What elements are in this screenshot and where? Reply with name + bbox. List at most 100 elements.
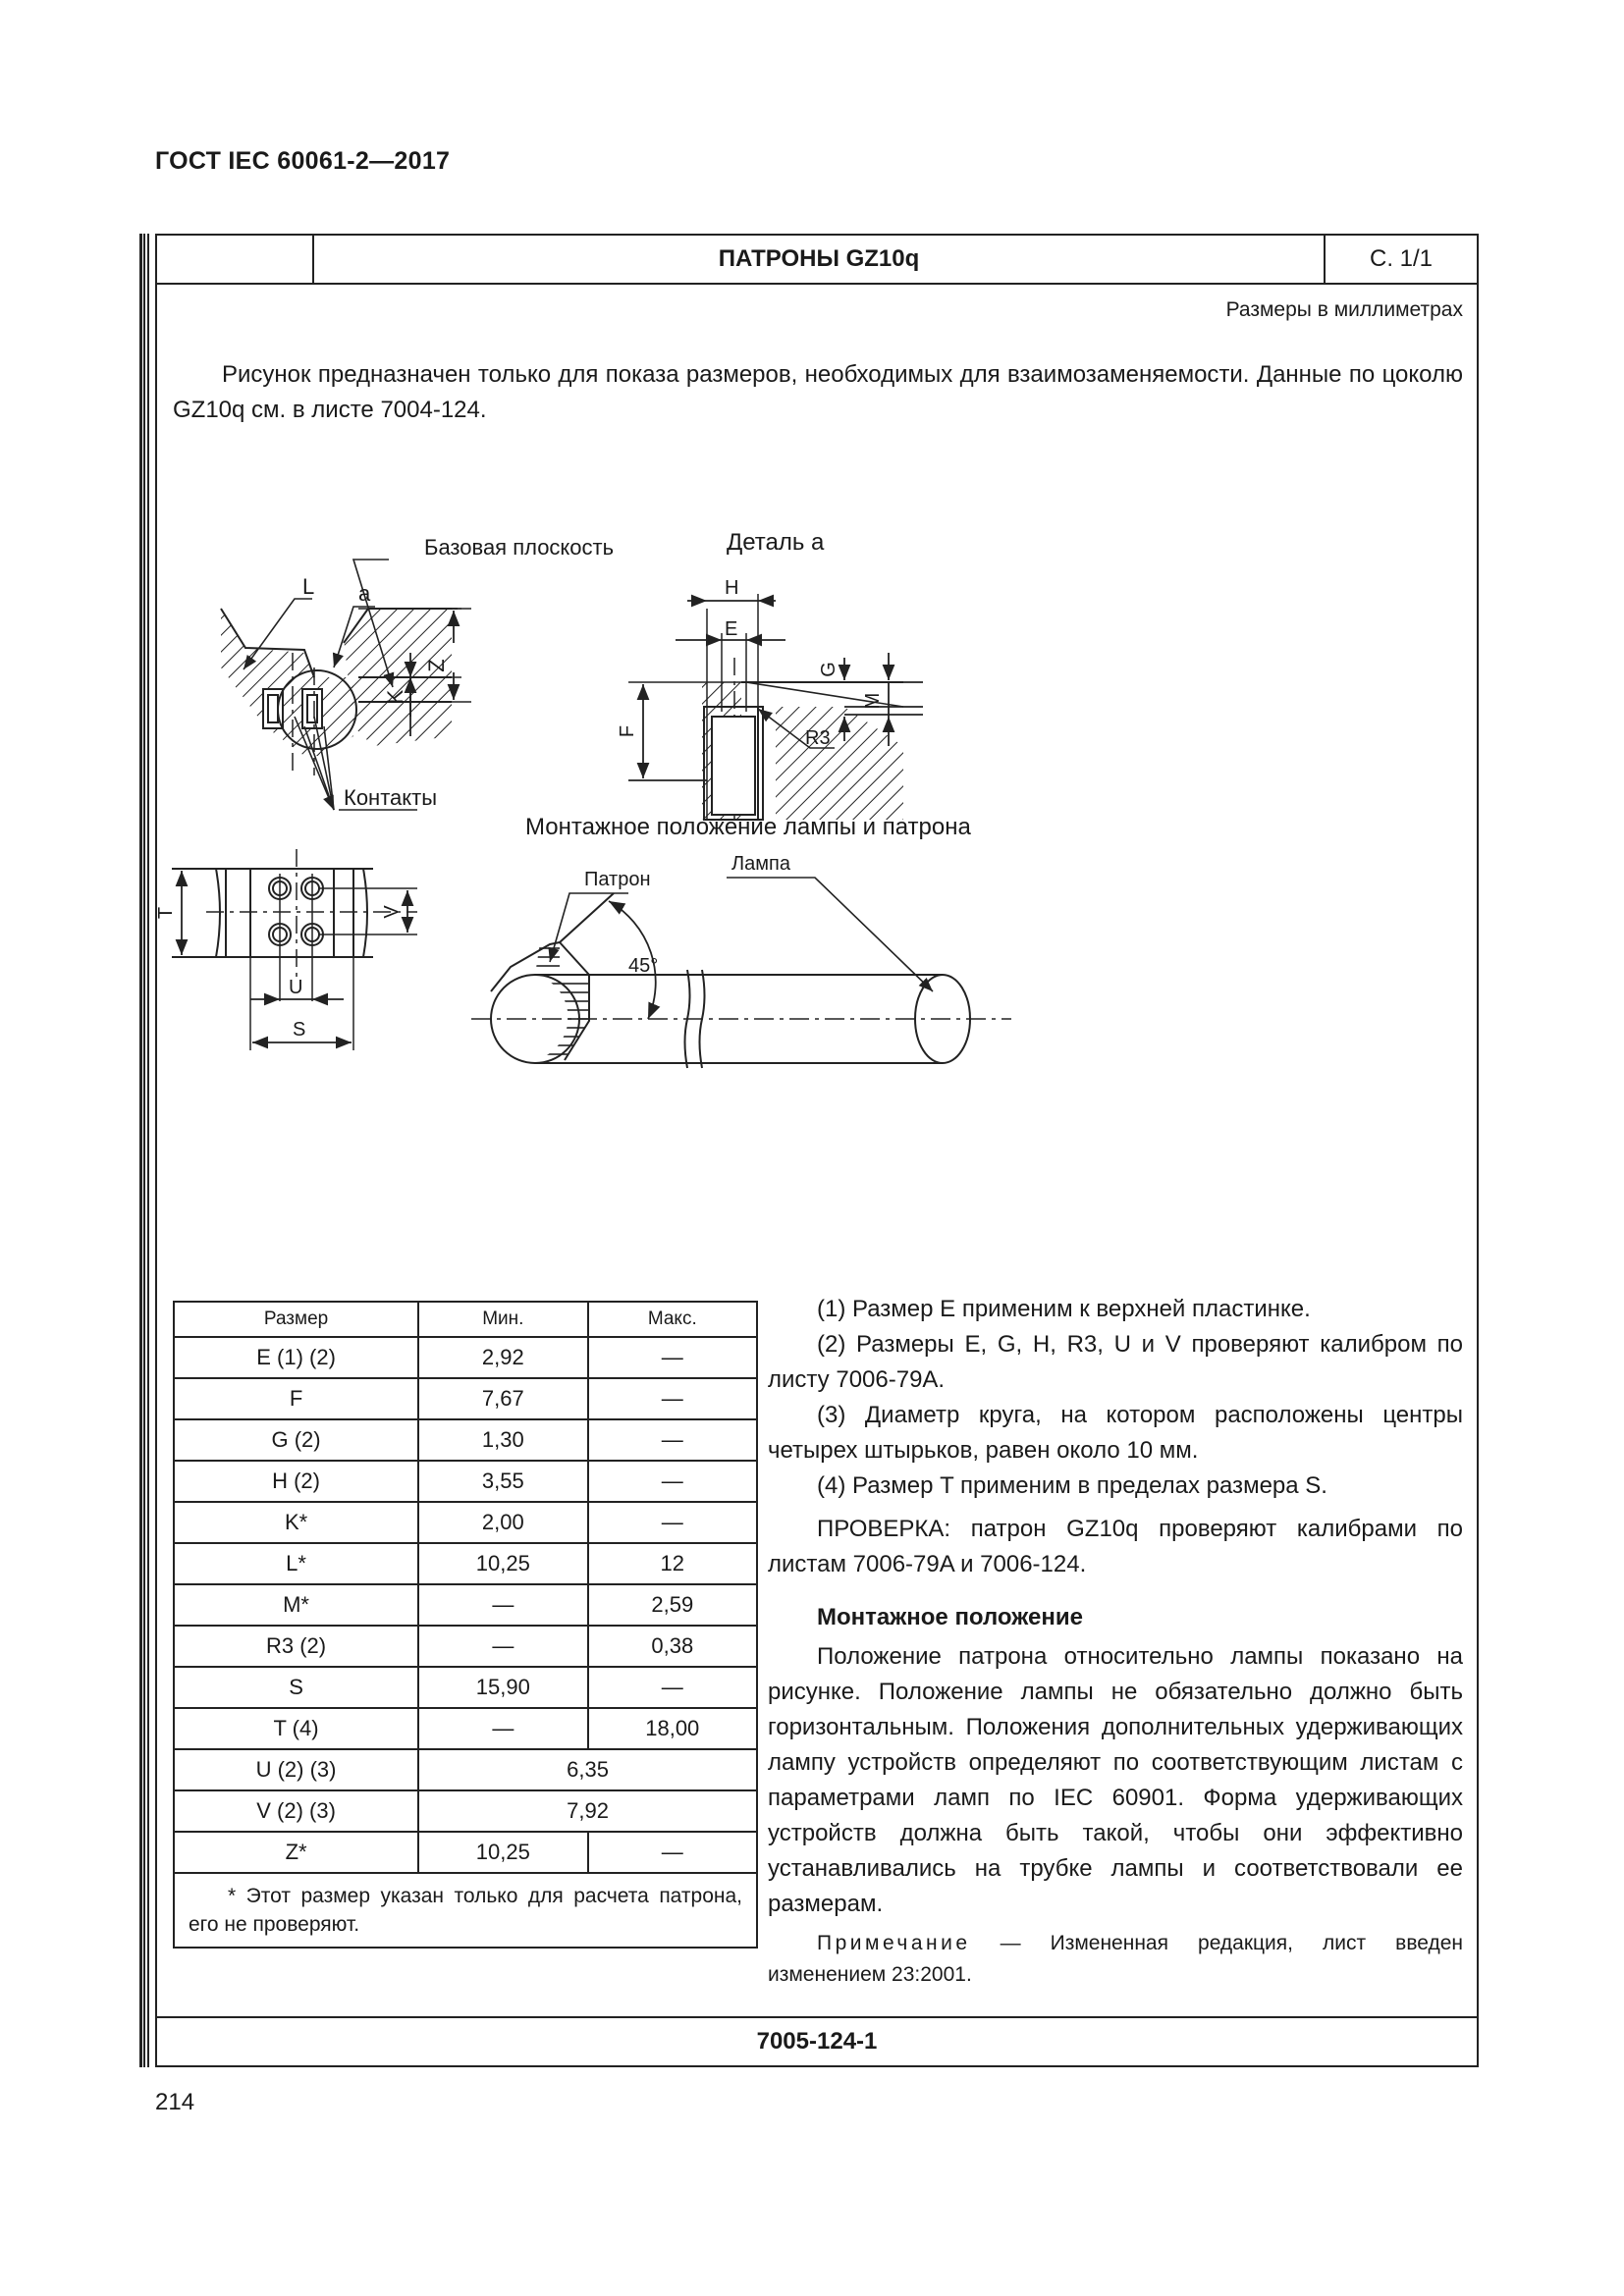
sheet-code: 7005-124-1 [157,2016,1477,2065]
label-T: T [157,907,177,919]
label-holder: Патрон [584,869,651,890]
units-note: Размеры в миллиметрах [1225,298,1463,321]
table-row: Z*10,25— [172,1831,759,1874]
cell-max: — [586,1418,759,1462]
dim-G [838,658,923,741]
label-V: V [381,905,403,919]
col-header-max: Макс. [586,1301,759,1338]
label-K: K [383,689,407,704]
binding-edge-bar [139,234,145,2067]
note-2: (2) Размеры E, G, H, R3, U и V проверяют… [768,1331,1463,1393]
note-1: (1) Размер E применим к верхней пластинк… [817,1296,1311,1322]
cell-min: 1,30 [417,1418,589,1462]
cell-dim: U (2) (3) [172,1748,420,1791]
sheet-title: ПАТРОНЫ GZ10q [314,236,1326,283]
table-row: M*—2,59 [172,1583,759,1627]
page-number: 214 [155,2089,195,2115]
cell-dim: T (4) [172,1707,420,1750]
note-4: (4) Размер T применим в пределах размера… [817,1472,1327,1499]
cell-min: 10,25 [417,1542,589,1585]
label-E: E [725,618,737,640]
label-F: F [617,725,638,737]
label-R3: R3 [805,727,831,749]
table-row: E (1) (2)2,92— [172,1336,759,1379]
label-S: S [293,1019,305,1041]
label-Z: Z [424,659,449,671]
cell-dim: L* [172,1542,420,1585]
cell-min: — [417,1583,589,1627]
holder-section-view [220,608,471,775]
leader-lamp [727,877,934,992]
cell-max: — [586,1666,759,1709]
cell-value-merged: 6,35 [417,1748,758,1791]
col-header-min: Мин. [417,1301,589,1338]
cell-dim: R3 (2) [172,1625,420,1668]
col-header-dimension: Размер [172,1301,420,1338]
table-row: R3 (2)—0,38 [172,1625,759,1668]
remark-text: — Измененная редакция, лист введен измен… [768,1932,1463,1986]
sheet-page: С. 1/1 [1369,245,1434,272]
label-U: U [289,977,302,998]
cell-value-merged: 7,92 [417,1789,758,1833]
angle-45 [608,900,661,1020]
intro-paragraph: Рисунок предназначен только для показа р… [173,361,1463,423]
table-row: V (2) (3)7,92 [172,1789,758,1833]
table-header-row: Размер Мин. Макс. [172,1301,759,1338]
table-row: G (2)1,30— [172,1418,759,1462]
cell-min: 2,92 [417,1336,589,1379]
leader-R3 [757,708,835,749]
title-cell-empty [157,236,314,283]
label-G: G [818,662,839,677]
label-detail: Деталь a [727,529,825,556]
table-footnote-row: * Этот размер указан только для расчета … [173,1872,758,1949]
label-L: L [302,574,314,599]
cell-max: 18,00 [586,1707,759,1750]
cell-min: — [417,1625,589,1668]
table-row: U (2) (3)6,35 [172,1748,758,1791]
cell-min: 10,25 [417,1831,589,1874]
label-mounting: Монтажное положение лампы и патрона [525,814,971,840]
leader-lines-section [243,559,417,811]
remark: Примечание — Измененная редакция, лист в… [768,1928,1463,1991]
binding-edge-bar-inner [147,234,150,2067]
cell-dim: Z* [172,1831,420,1874]
notes-column: (1) Размер E применим к верхней пластинк… [768,1292,1463,1991]
cell-min: — [417,1707,589,1750]
mounting-text: Положение патрона относительно лампы пок… [768,1643,1463,1917]
cell-dim: V (2) (3) [172,1789,420,1833]
cell-max: 12 [586,1542,759,1585]
cell-max: — [586,1460,759,1503]
label-lamp: Лампа [731,853,791,875]
cell-max: — [586,1831,759,1874]
document-header: ГОСТ IEC 60061-2—2017 [155,147,451,175]
sheet-title-row: ПАТРОНЫ GZ10q С. 1/1 [157,236,1477,285]
dim-F [628,684,707,781]
table-row: T (4)—18,00 [172,1707,759,1750]
cell-max: 2,59 [586,1583,759,1627]
check-note: ПРОВЕРКА: патрон GZ10q проверяют калибра… [768,1516,1463,1577]
mounting-title: Монтажное положение [817,1604,1083,1630]
remark-label: Примечание [817,1932,971,1954]
table-row: H (2)3,55— [172,1460,759,1503]
cell-min: 15,90 [417,1666,589,1709]
table-footnote: * Этот размер указан только для расчета … [173,1872,758,1949]
cell-dim: S [172,1666,420,1709]
detail-a-view [628,594,904,821]
holder-plan-view [172,849,417,1050]
cell-max: — [586,1501,759,1544]
dim-Z [447,608,460,700]
cell-dim: K* [172,1501,420,1544]
cell-min: 7,67 [417,1377,589,1420]
cell-dim: M* [172,1583,420,1627]
sheet-frame: ПАТРОНЫ GZ10q С. 1/1 Размеры в миллиметр… [155,234,1479,2067]
cell-max: — [586,1377,759,1420]
technical-drawing: K Z Базовая плоскость L a Контакты Детал… [157,529,1011,1069]
cell-min: 3,55 [417,1460,589,1503]
label-H: H [725,577,738,599]
label-a: a [358,581,371,606]
label-angle: 45° [628,955,658,977]
